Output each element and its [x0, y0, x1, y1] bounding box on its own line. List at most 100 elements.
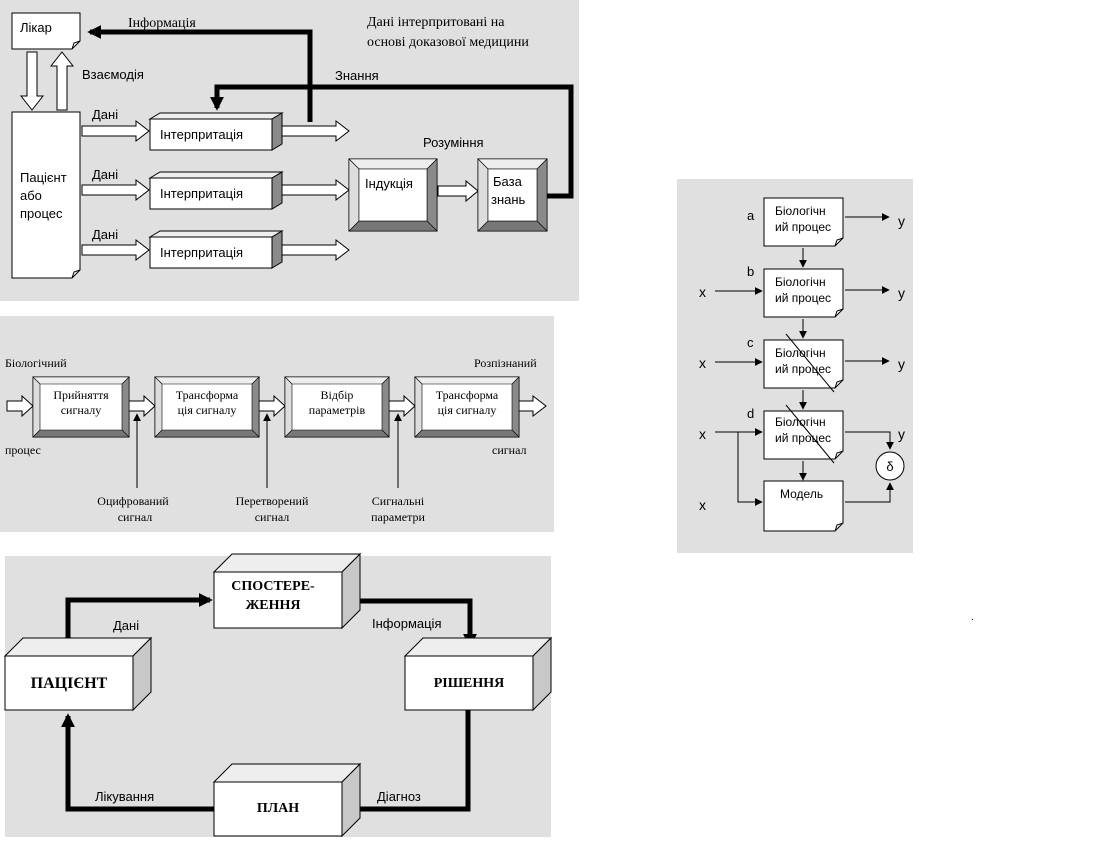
bio-process-box-c: Біологічн ий процес — [763, 333, 844, 393]
plan-box: ПЛАН — [212, 762, 362, 838]
note-1-line-2: сигнал — [118, 510, 153, 524]
signal-box-4-line-2: ція сигналу — [438, 403, 497, 417]
y-d: y — [898, 426, 905, 442]
interpretation-label-3: Інтерпритація — [160, 245, 243, 260]
data-label-3: Дані — [92, 227, 118, 242]
output-label-bottom: сигнал — [492, 443, 527, 457]
interp-out-arrow-3 — [281, 238, 350, 262]
diagram-information-flow: Лікар Пацієнт або процес Взаємодія Інфор… — [0, 0, 579, 301]
in-d-to-model — [737, 432, 763, 506]
interaction-arrow-up — [49, 51, 75, 111]
diagram-clinical-cycle: Дані Інформація Лікування Діагноз СПОСТЕ… — [3, 552, 553, 838]
input-label-top: Біологічний — [5, 356, 67, 370]
out-d — [845, 431, 894, 450]
bio-process-box-a: Біологічн ий процес — [763, 197, 844, 247]
decision-label: РІШЕННЯ — [434, 676, 505, 691]
stray-dot: . — [971, 612, 974, 623]
note-line-2: основі доказової медицини — [367, 35, 529, 50]
interpretation-label-1: Інтерпритація — [160, 127, 243, 142]
signal-box-1-line-1: Прийняття — [53, 388, 109, 402]
delta-label: δ — [886, 459, 893, 474]
bio-process-box-d: Біологічн ий процес — [763, 404, 844, 464]
output-label-top: Розпізнаний — [474, 356, 537, 370]
decision-box: РІШЕННЯ — [403, 636, 553, 712]
note-2-line-2: сигнал — [255, 510, 290, 524]
observation-label-2: ЖЕННЯ — [245, 598, 300, 613]
induction-label: Індукція — [365, 176, 413, 191]
model-box: Модель — [763, 480, 844, 532]
kb-label-1: База — [493, 174, 523, 189]
knowledge-arrow — [210, 84, 574, 199]
treatment-label: Лікування — [95, 789, 154, 804]
bio-c-line-1: Біологічн — [775, 346, 826, 360]
diagram-biological-processes: Біологічн ий процес a y Біологічн ий про… — [677, 179, 913, 553]
data-arrow-2 — [81, 178, 150, 202]
fault-mark-d — [785, 404, 835, 464]
note-3-line-2: параметри — [371, 510, 425, 524]
signal-arrow-1 — [128, 394, 156, 418]
induction-to-kb-arrow — [437, 179, 479, 203]
observation-box: СПОСТЕРЕ- ЖЕННЯ — [212, 552, 362, 630]
patient-label: ПАЦІЄНТ — [31, 675, 108, 692]
x-d: x — [699, 426, 706, 442]
patient-label-1: Пацієнт — [20, 170, 67, 185]
model-label: Модель — [780, 487, 823, 501]
signal-box-3-line-1: Відбір — [321, 388, 354, 402]
data-arrow-1 — [81, 119, 150, 143]
bio-process-box-b: Біологічн ий процес — [763, 268, 844, 318]
bio-d-line-2: ий процес — [775, 431, 831, 445]
doctor-label: Лікар — [20, 20, 52, 35]
signal-arrow-2 — [258, 394, 286, 418]
bio-a-line-1: Біологічн — [775, 204, 826, 218]
y-c: y — [898, 356, 905, 372]
bio-a-line-2: ий процес — [775, 220, 831, 234]
arrow-patient-to-observation — [65, 593, 213, 654]
signal-arrow-3 — [388, 394, 416, 418]
note-1-line-1: Оцифрований — [97, 494, 169, 508]
input-label-bottom: процес — [5, 443, 41, 457]
label-a: a — [747, 208, 755, 223]
model-to-comparator — [845, 482, 894, 503]
doctor-box: Лікар — [11, 12, 81, 50]
y-b: y — [898, 285, 905, 301]
x-b: x — [699, 284, 706, 300]
data-label: Дані — [113, 618, 139, 633]
diagram-signal-processing: Біологічний процес Розпізнаний сигнал Пр… — [0, 316, 554, 532]
data-label-1: Дані — [92, 107, 118, 122]
patient-box: Пацієнт або процес — [11, 111, 81, 279]
interaction-label: Взаємодія — [82, 67, 144, 82]
data-arrow-3 — [81, 238, 150, 262]
information-label: Інформація — [128, 16, 196, 31]
fault-mark-c — [785, 333, 835, 393]
signal-arrow-out — [517, 394, 547, 418]
knowledge-base-box: База знань — [477, 158, 548, 232]
signal-box-3: Відбір параметрів — [284, 376, 390, 438]
patient-label-3: процес — [20, 206, 63, 221]
kb-label-2: знань — [491, 192, 526, 207]
bio-b-line-2: ий процес — [775, 291, 831, 305]
signal-box-4: Трансформа ція сигналу — [414, 376, 520, 438]
arrow-decision-to-plan — [343, 710, 471, 816]
arrow-plan-to-patient — [61, 713, 214, 812]
signal-box-4-line-1: Трансформа — [436, 388, 499, 402]
plan-label: ПЛАН — [257, 801, 299, 816]
arrow-observation-to-decision — [342, 598, 477, 648]
interpretation-label-2: Інтерпритація — [160, 186, 243, 201]
observation-label-1: СПОСТЕРЕ- — [231, 579, 315, 594]
interpretation-box-2: Інтерпритація — [148, 171, 284, 210]
information-label: Інформація — [372, 616, 442, 631]
signal-arrow-in — [6, 394, 34, 418]
signal-box-2: Трансформа ція сигналу — [154, 376, 260, 438]
diagnosis-label: Діагноз — [377, 789, 421, 804]
interpretation-box-1: Інтерпритація — [148, 112, 284, 151]
interaction-arrow-down — [19, 51, 45, 111]
label-b: b — [747, 264, 754, 279]
data-label-2: Дані — [92, 167, 118, 182]
signal-box-2-line-1: Трансформа — [176, 388, 239, 402]
note-2-line-1: Перетворений — [236, 494, 309, 508]
signal-box-3-line-2: параметрів — [309, 403, 366, 417]
patient-label-2: або — [20, 188, 42, 203]
label-c: c — [747, 335, 754, 350]
label-d: d — [747, 406, 754, 421]
